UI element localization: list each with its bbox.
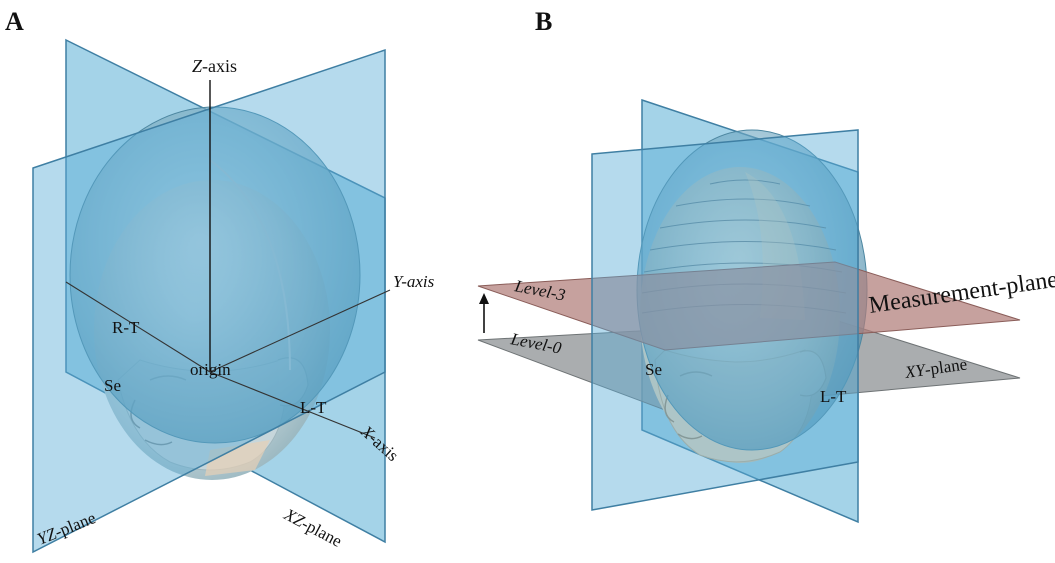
panel-b-letter: B — [535, 7, 552, 36]
y-axis-label: Y-axis — [393, 272, 435, 291]
se-label-b: Se — [645, 360, 662, 379]
r-t-label: R-T — [112, 318, 140, 337]
panel-b: B — [478, 7, 1055, 522]
z-axis-label: Z-axis — [192, 56, 237, 76]
origin-label: origin — [190, 360, 231, 379]
l-t-label-b: L-T — [820, 387, 847, 406]
panel-a: A Z-axis Y-axis R — [5, 7, 435, 552]
front-plane-b — [592, 130, 858, 510]
panel-a-letter: A — [5, 7, 24, 36]
se-label-a: Se — [104, 376, 121, 395]
level-arrow-head — [479, 293, 489, 304]
l-t-label-a: L-T — [300, 398, 327, 417]
